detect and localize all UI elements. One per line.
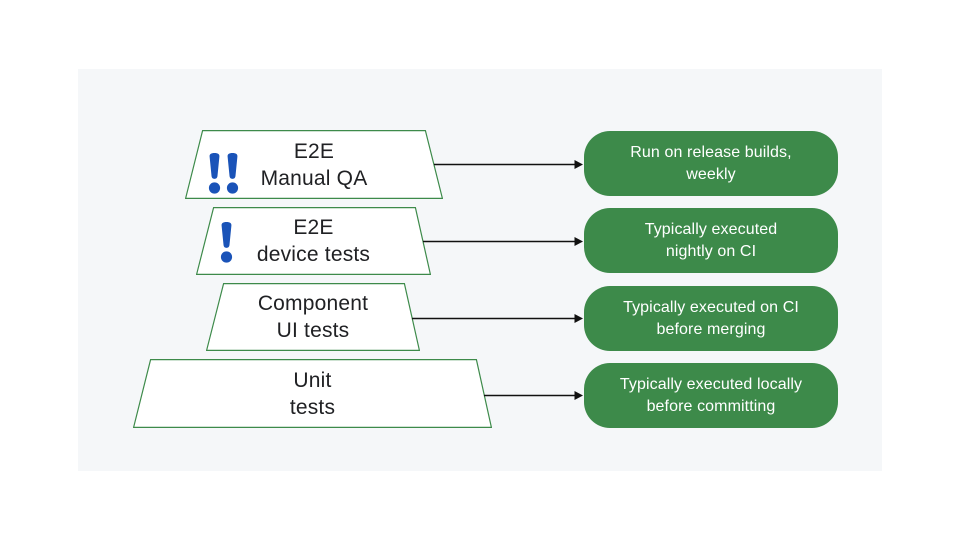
label-line: E2E [293, 139, 335, 163]
pyramid-level-label: Component UI tests [206, 283, 420, 351]
note-line: Run on release builds, [630, 143, 792, 161]
label-line: UI tests [276, 319, 350, 342]
trapezoid-shape [206, 283, 420, 351]
label-line: E2E [293, 216, 334, 239]
label-line: Manual QA [260, 166, 368, 190]
note-line: before committing [646, 397, 776, 415]
pyramid-level-label: E2E device tests [196, 207, 431, 275]
double-exclamation-glyph [208, 153, 239, 194]
double-exclamation-icon [208, 153, 239, 194]
pyramid-level-label: E2E Manual QA [185, 130, 443, 199]
pyramid-level-e2e-manual-qa: E2E Manual QA [185, 130, 443, 199]
note-line: nightly on CI [665, 242, 757, 260]
note-line: Typically executed locally [619, 375, 803, 393]
pyramid-level-component-ui-tests: Component UI tests [206, 283, 420, 351]
exclamation-icon [220, 222, 233, 263]
pyramid-level-label: Unit tests [133, 359, 492, 428]
label-line: Unit [293, 368, 332, 392]
note-component-ui-tests: Typically executed on CI before merging [584, 286, 838, 351]
label-line: device tests [256, 243, 371, 266]
note-e2e-device-tests: Typically executed nightly on CI [584, 208, 838, 273]
note-line: Typically executed [644, 220, 778, 238]
note-line: weekly [686, 165, 736, 183]
pyramid-level-unit-tests: Unit tests [133, 359, 492, 428]
trapezoid-shape [133, 359, 492, 428]
trapezoid-shape [196, 207, 431, 275]
trapezoid-shape [185, 130, 443, 199]
pyramid-level-e2e-device-tests: E2E device tests [196, 207, 431, 275]
label-line: tests [289, 395, 336, 419]
note-line: before merging [656, 320, 766, 338]
exclamation-glyph [220, 222, 233, 263]
label-line: Component [257, 292, 369, 315]
note-line: Typically executed on CI [623, 298, 799, 316]
note-unit-tests: Typically executed locally before commit… [584, 363, 838, 428]
note-e2e-manual-qa: Run on release builds, weekly [584, 131, 838, 196]
